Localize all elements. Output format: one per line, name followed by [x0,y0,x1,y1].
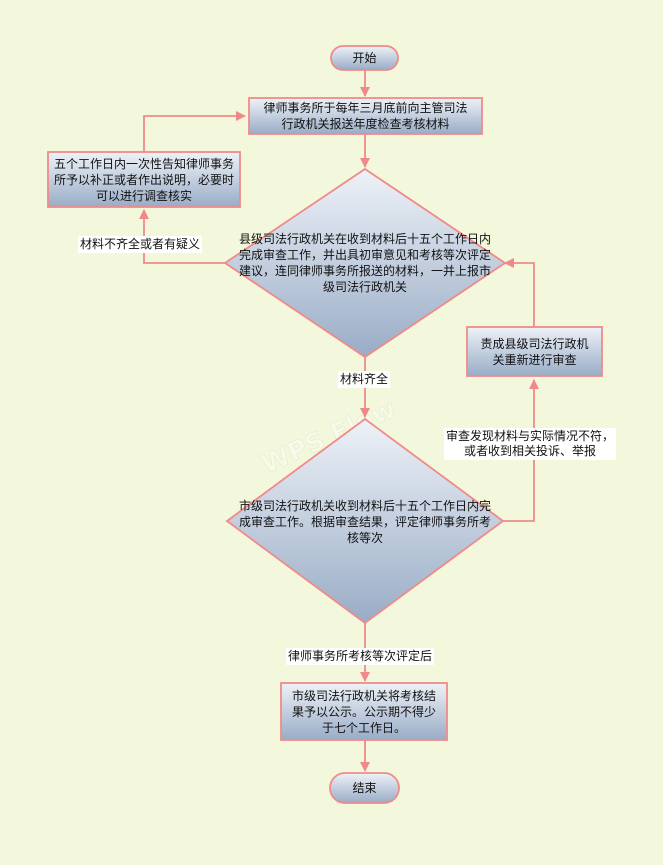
edge-label-after-rating: 律师事务所考核等次评定后 [286,648,435,665]
city-review-decision [225,417,505,625]
edge-county-to-notify [139,209,253,264]
start-label: 开始 [352,51,377,65]
submit-process-box [248,97,483,135]
edge-label-complete: 材料齐全 [338,371,391,388]
edge-label-mismatch-line1: 审查发现材料与实际情况不符， [446,429,615,443]
edge-notify-to-submit [143,111,246,152]
edge-label-incomplete: 材料不齐全或者有疑义 [78,236,203,253]
edge-label-mismatch-line2: 或者收到相关投诉、举报 [464,444,597,458]
submit-label: 律师事务所于每年三月底前向主管司法行政机关报送年度检查考核材料 [263,101,468,131]
end-terminal [329,772,400,804]
publish-label: 市级司法行政机关将考核结果予以公示。公示期不得少于七个工作日。 [291,688,436,735]
notify-label: 五个工作日内一次性告知律师事务所予以补正或者作出说明，必要时可以进行调查核实 [54,156,235,203]
start-terminal [330,45,399,71]
edge-rereview-to-county [504,258,535,327]
publish-process-box [280,682,448,741]
county-review-decision [223,167,507,359]
edge-city-to-rereview [503,379,539,522]
notify-process-box [47,151,241,208]
re-review-label: 责成县级司法行政机关重新进行审查 [480,336,589,367]
county-review-label: 县级司法行政机关在收到材料后十五个工作日内完成审查工作，并出具初审意见和考核等次… [238,232,491,294]
edge-label-mismatch: 审查发现材料与实际情况不符， 或者收到相关投诉、举报 [444,428,617,460]
city-review-label: 市级司法行政机关收到材料后十五个工作日内完成审查工作。根据审查结果，评定律师事务… [238,499,491,545]
re-review-process-box [466,326,603,377]
end-label: 结束 [352,781,377,795]
